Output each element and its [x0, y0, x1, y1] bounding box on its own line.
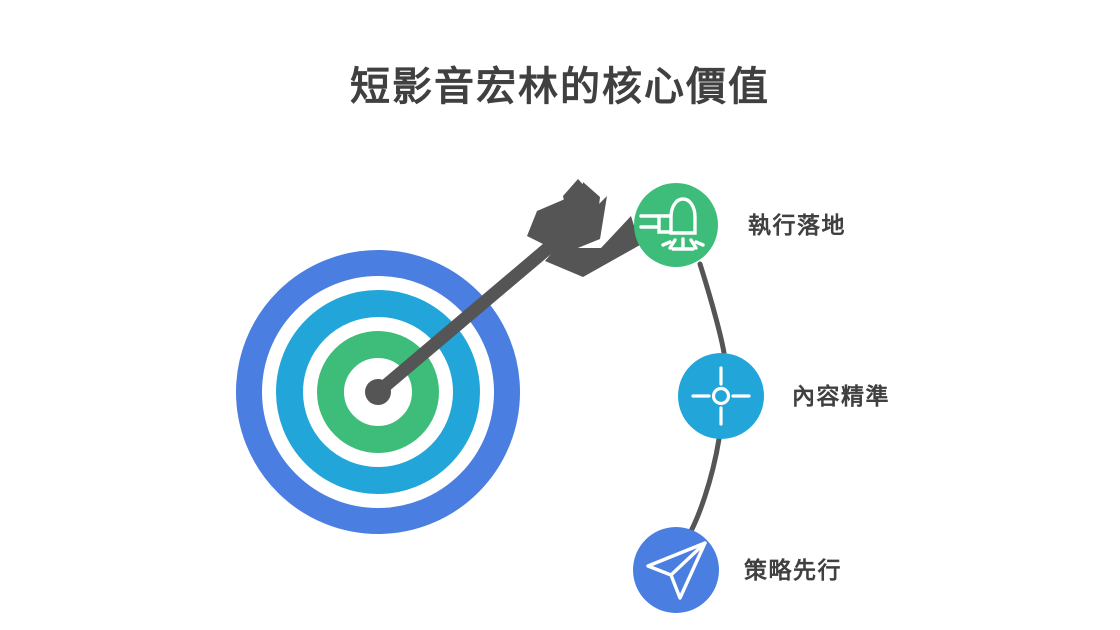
page-title: 短影音宏林的核心價值: [350, 65, 770, 109]
paper-plane-icon: [646, 541, 707, 600]
arrow-graphic: [373, 179, 640, 397]
value-circle-exec[interactable]: [634, 183, 718, 267]
value-node-exec[interactable]: [634, 183, 718, 267]
value-node-strategy[interactable]: [633, 527, 719, 613]
target-middle-ring: [276, 290, 480, 494]
value-circle-precise[interactable]: [678, 353, 764, 439]
bullseye-target: [236, 250, 520, 534]
value-node-precise[interactable]: [678, 353, 764, 439]
value-label-strategy: 策略先行: [744, 557, 842, 583]
arrow-fletch-lower: [545, 216, 640, 277]
arrow-fletch-middle: [527, 196, 607, 254]
connector-line-top: [697, 261, 727, 356]
rocket-launch-icon: [639, 197, 705, 251]
connector-line-bottom: [687, 436, 722, 536]
value-label-precise: 內容精準: [792, 383, 890, 409]
target-inner-ring: [317, 331, 439, 453]
target-outer-ring: [236, 250, 520, 534]
arrow-fletch-tip: [578, 182, 600, 232]
crosshair-target-icon: [691, 366, 751, 426]
value-label-exec: 執行落地: [748, 212, 846, 238]
